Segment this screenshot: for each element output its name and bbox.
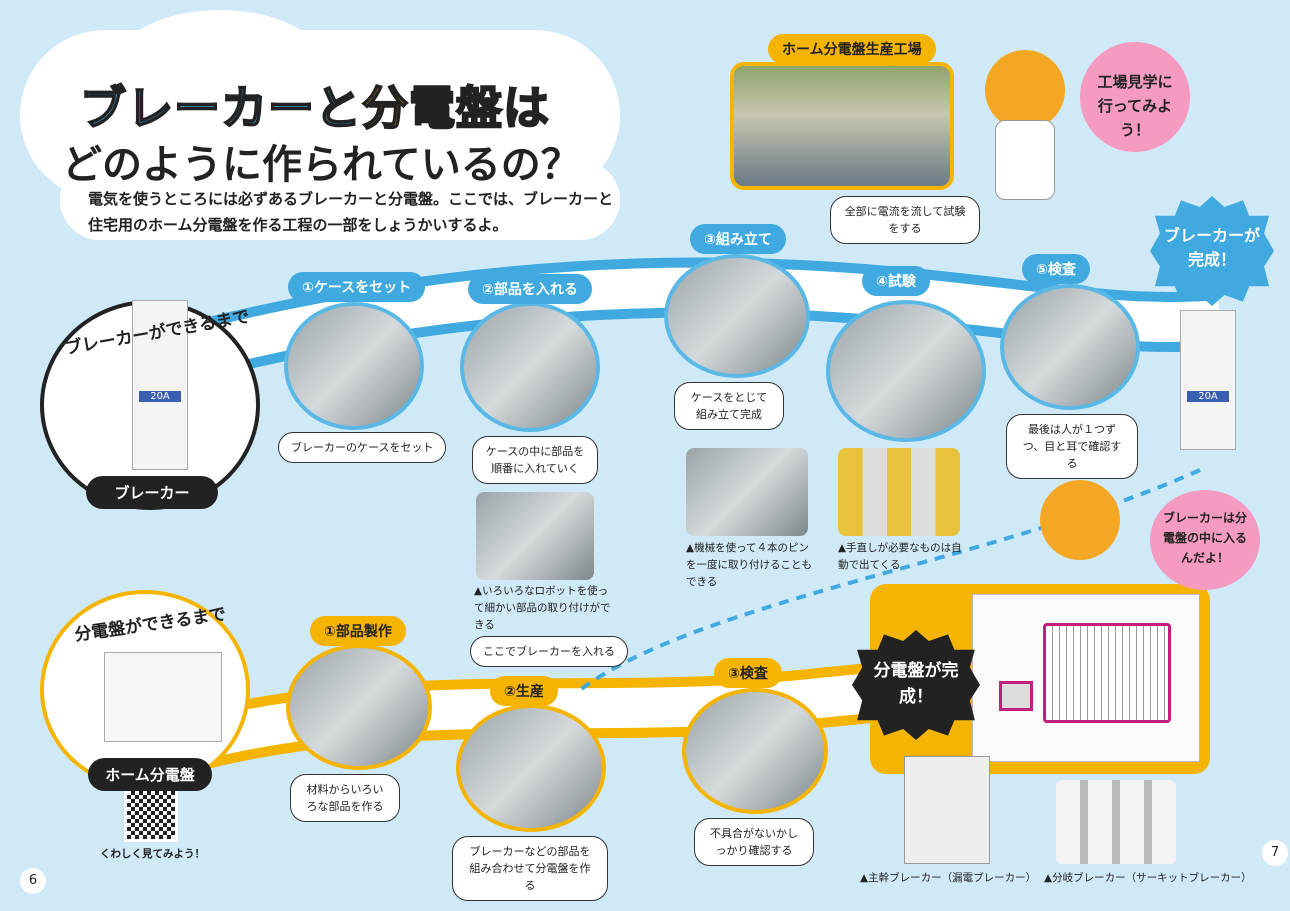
page-title-line2: どのように作られているの？ [62,142,581,188]
branch-breaker-caption: ▲分岐ブレーカー（サーキットブレーカー） [1044,872,1252,884]
branch-breaker-highlight [1043,623,1171,723]
panel-step-2-label: ②生産 [490,676,558,706]
step-4-caption: 全部に電流を流して試験をする [830,196,980,244]
page-number-right: 7 [1262,840,1288,866]
step-3-caption: ケースをとじて組み立て完成 [674,382,784,430]
finished-breaker-rating: 20A [1187,391,1229,402]
step-1-caption: ブレーカーのケースをセット [278,432,447,463]
speech-bubble-tour: 工場見学に行ってみよう！ [1080,42,1190,152]
finished-breaker-image: 20A [1180,310,1236,450]
lion-mascot [985,50,1065,130]
qr-code[interactable] [124,788,178,842]
main-breaker-highlight [999,681,1033,711]
qr-caption: くわしく見てみよう！ [100,848,205,860]
panel-step-2-caption: ブレーカーなどの部品を組み合わせて分電盤を作る [452,836,608,901]
factory-label: ホーム分電盤生産工場 [768,34,936,64]
breaker-device-image: 20A [132,300,188,470]
panel-label: ホーム分電盤 [88,758,212,791]
panel-step-3-caption: 不具合がないかしっかり確認する [694,818,814,866]
cloud-puff [120,10,320,110]
robot-photo [476,492,594,580]
step-5-photo [1000,284,1140,410]
page-title-line1: ブレーカーと分電盤は [79,80,550,136]
panel-step-1-photo [286,644,432,770]
panel-step-3-photo [682,688,828,814]
pin-machine-photo [686,448,808,536]
speech-bubble-breaker-inside: ブレーカーは分電盤の中に入るんだよ！ [1150,490,1260,590]
panel-step-1-label: ①部品製作 [310,616,406,646]
panel-step-2-photo [456,704,606,832]
intro-cloud [60,160,620,240]
lion-mascot-2 [1040,480,1120,560]
page-number-left: 6 [20,868,46,894]
breaker-label: ブレーカー [86,476,218,509]
step-2-photo [460,302,600,432]
reject-photo [838,448,960,536]
step-3-photo [664,254,810,378]
intro-text: 電気を使うところには必ずあるブレーカーと分電盤。ここでは、ブレーカーと住宅用のホ… [88,190,614,234]
step-1-photo [284,302,424,430]
step-2-label: ②部品を入れる [468,274,592,304]
finished-panel-image [972,594,1200,762]
breaker-rating: 20A [139,391,181,402]
step-5-caption: 最後は人が１つずつ、目と耳で確認する [1006,414,1138,479]
home-panel-image [104,652,222,742]
reject-photo-caption: ▲手直しが必要なものは自動で出てくる [838,542,962,571]
step-2-caption: ケースの中に部品を順番に入れていく [472,436,598,484]
panel-step-1-caption: 材料からいろいろな部品を作る [290,774,400,822]
step-4-photo [826,300,986,442]
factory-photo [730,62,954,190]
branch-breakers-image [1056,780,1176,864]
main-breaker-caption: ▲主幹ブレーカー（漏電ブレーカー） [860,872,1037,884]
lion-coat [995,120,1055,200]
step-5-label: ⑤検査 [1022,254,1090,284]
main-breaker-image [904,756,990,864]
robot-photo-caption: ▲いろいろなロボットを使って細かい部品の取り付けができる [474,585,611,631]
step-1-label: ①ケースをセット [288,272,426,302]
pin-machine-caption: ▲機械を使って４本のピンを一度に取り付けることもできる [686,542,812,588]
panel-step-3-label: ③検査 [714,658,782,688]
step-3-label: ③組み立て [690,224,786,254]
insert-breaker-note: ここでブレーカーを入れる [470,636,628,667]
step-4-label: ④試験 [862,266,930,296]
